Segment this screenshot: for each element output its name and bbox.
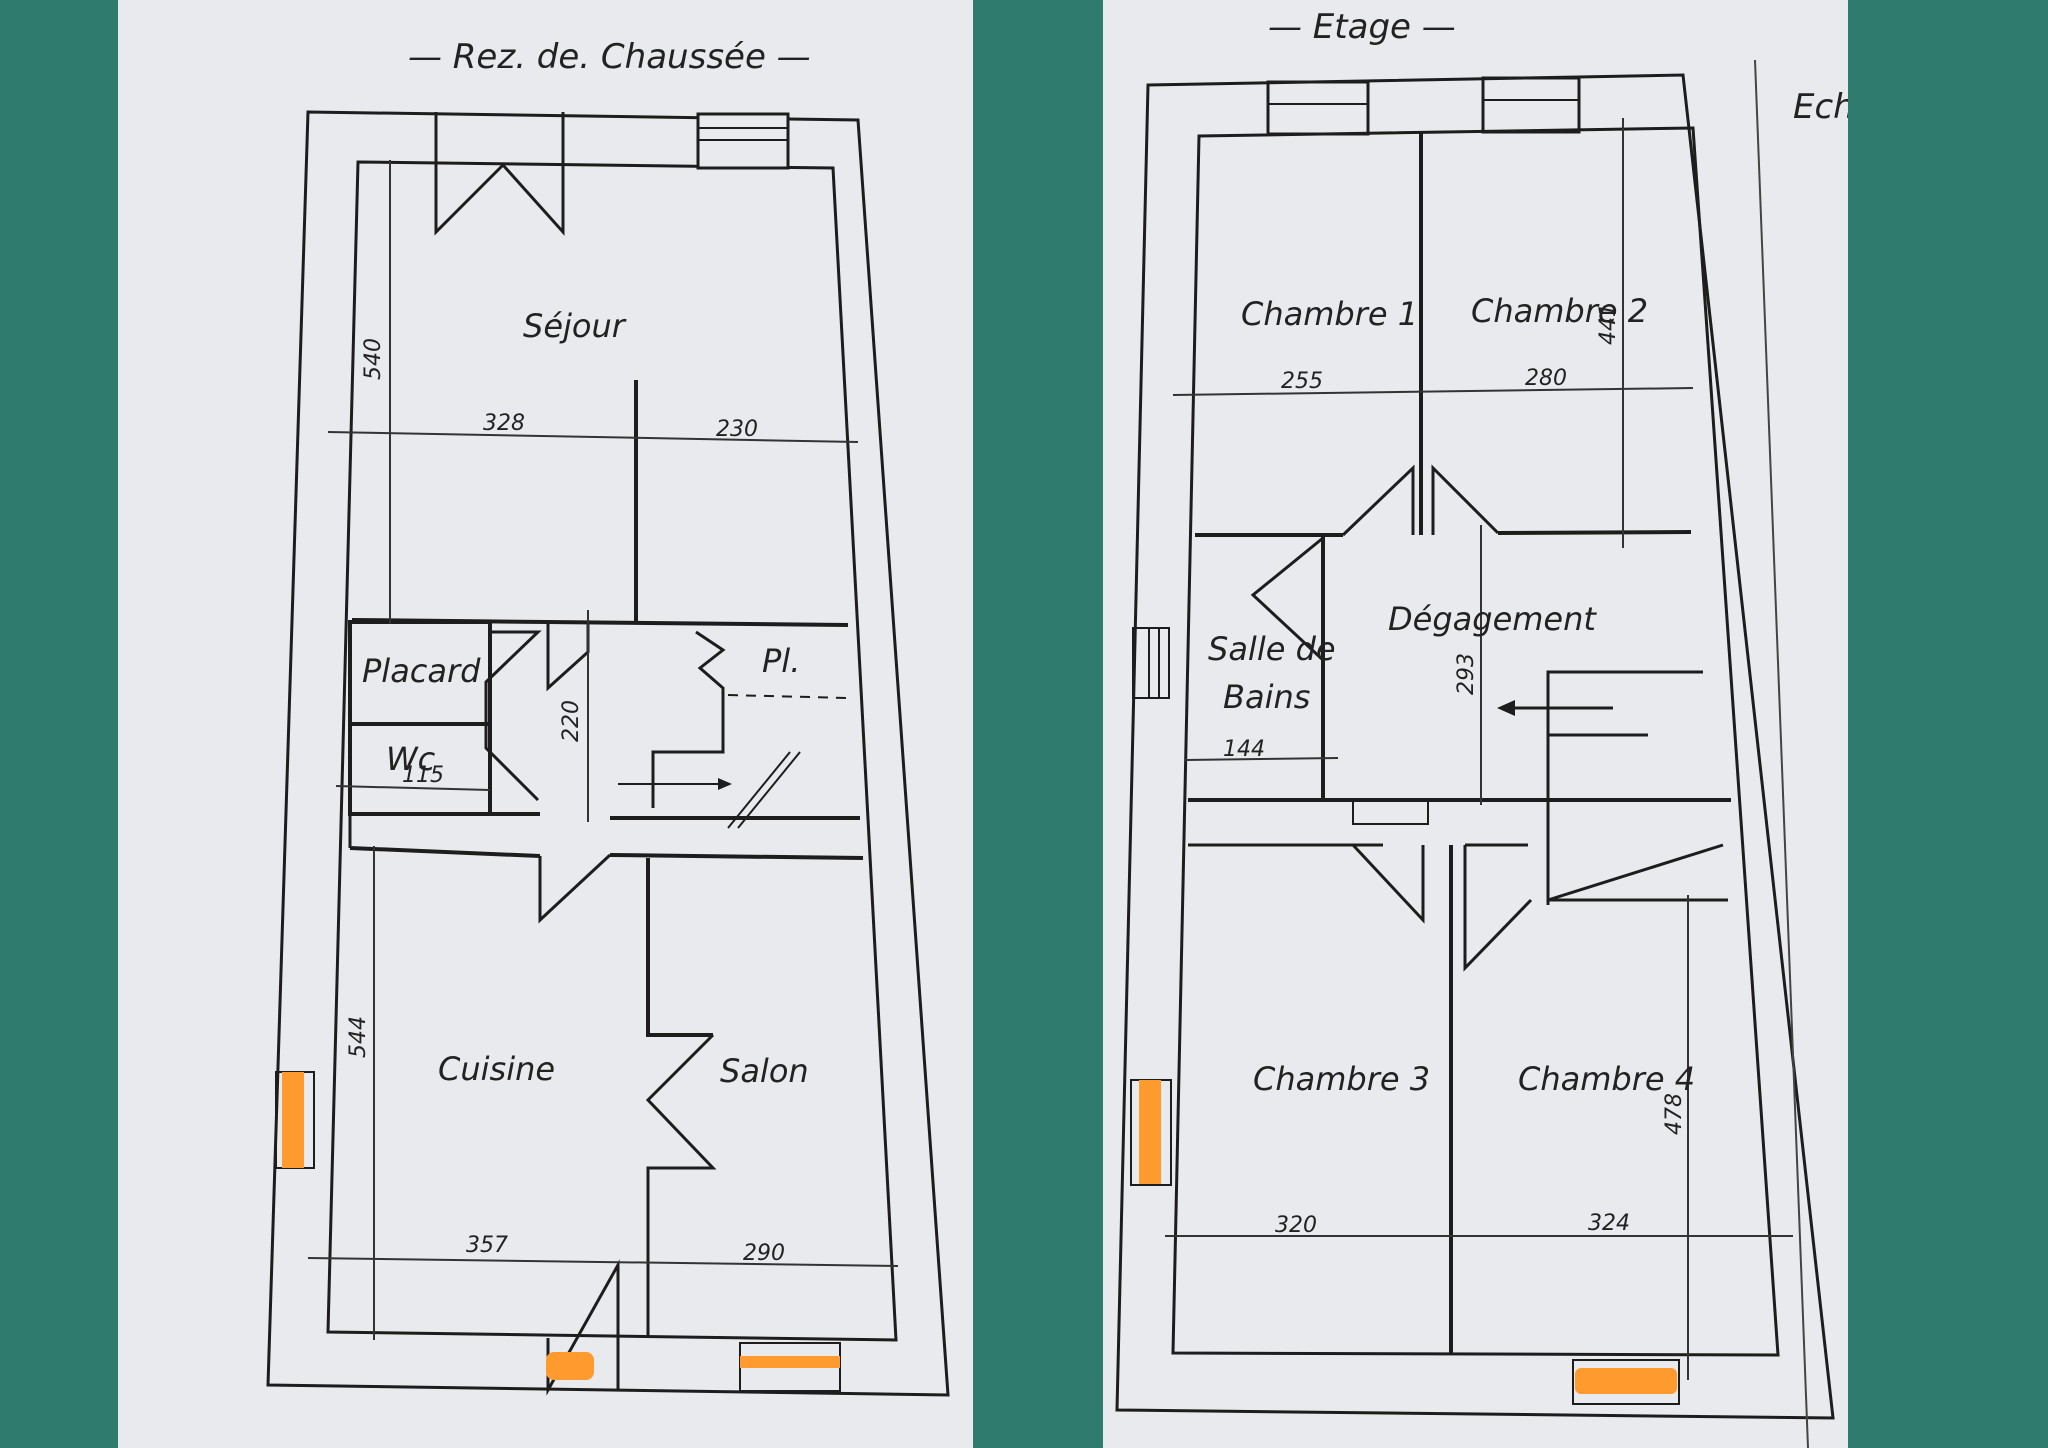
dim-sejour-height: 540 (361, 338, 386, 380)
dim-hall-height: 220 (559, 700, 584, 742)
double-door (434, 112, 565, 236)
room-label-cuisine: Cuisine (438, 1050, 555, 1088)
pl-closet (651, 630, 726, 808)
dim-sejour-width-line (327, 431, 859, 443)
window-left-upper-highlight (1139, 1080, 1161, 1184)
upper-floor-title: — Etage — (1268, 7, 1456, 47)
salon-partition (646, 858, 713, 1037)
bains-door (1250, 536, 1325, 662)
chambre2-door (1431, 464, 1500, 535)
dim-sejour-left: 328 (483, 411, 525, 436)
stairs (1546, 670, 1703, 905)
dim-wc-width: 115 (402, 763, 444, 788)
chambre3-door (1351, 843, 1425, 924)
chambre4-door (1463, 845, 1533, 972)
window-bains (1132, 627, 1170, 699)
dim-salon-width: 290 (743, 1241, 785, 1266)
dim-chambres-width-line (1172, 387, 1694, 396)
dim-chambre3-width: 320 (1275, 1213, 1317, 1238)
dim-chambre2-height: 441 (1596, 303, 1621, 345)
room-label-sejour: Séjour (523, 307, 627, 345)
dim-degagement-height: 293 (1454, 653, 1479, 695)
dim-chambre4-height: 478 (1662, 1093, 1687, 1135)
placard-door (484, 630, 542, 802)
room-label-placard: Placard (362, 652, 481, 690)
room-label-pl: Pl. (762, 642, 800, 680)
room-label-bains-2: Bains (1223, 678, 1310, 716)
room-label-chambre1: Chambre 1 (1241, 295, 1418, 333)
room-label-salon: Salon (720, 1052, 809, 1090)
ground-floor-plan: — Rez. de. Chaussée — (266, 37, 950, 1397)
door-highlight (546, 1352, 594, 1380)
window-bottom-upper (1572, 1359, 1680, 1405)
dim-chambre2-width: 280 (1525, 366, 1567, 391)
window-top-2 (1481, 76, 1581, 134)
upper-floor-sheet: — Etage — Ech (1103, 0, 1848, 1448)
window-top-1 (1266, 80, 1370, 136)
kitchen-door (538, 853, 612, 924)
room-label-degagement: Dégagement (1388, 600, 1597, 638)
dim-bains-width: 144 (1223, 737, 1265, 762)
outer-wall (266, 110, 950, 1397)
ground-floor-title: — Rez. de. Chaussée — (408, 37, 811, 77)
room-label-chambre4: Chambre 4 (1518, 1060, 1695, 1098)
hall-door (546, 622, 590, 692)
dim-chambre4-width: 324 (1588, 1211, 1630, 1236)
window-bottom-upper-highlight (1575, 1368, 1677, 1394)
room-label-chambre3: Chambre 3 (1253, 1060, 1430, 1098)
dim-cuisine-height: 544 (346, 1016, 371, 1058)
ground-floor-sheet: — Rez. de. Chaussée — (118, 0, 973, 1448)
room-label-wc: Wc (386, 740, 436, 778)
side-label: Ech (1793, 87, 1848, 127)
dim-sejour-right: 230 (716, 417, 758, 442)
dim-chambre1-width: 255 (1281, 369, 1323, 394)
upper-floor-plan: — Etage — Ech (1115, 7, 1848, 1448)
dim-cuisine-width: 357 (466, 1233, 508, 1258)
inner-wall (326, 160, 898, 1342)
room-label-chambre2: Chambre 2 (1471, 292, 1648, 330)
window-left-highlight (282, 1072, 304, 1168)
window-bottom-highlight (740, 1356, 840, 1368)
chambre1-door (1341, 464, 1415, 537)
dim-cuisine-width-line (307, 1257, 899, 1267)
room-label-bains-1: Salle de (1208, 630, 1336, 668)
